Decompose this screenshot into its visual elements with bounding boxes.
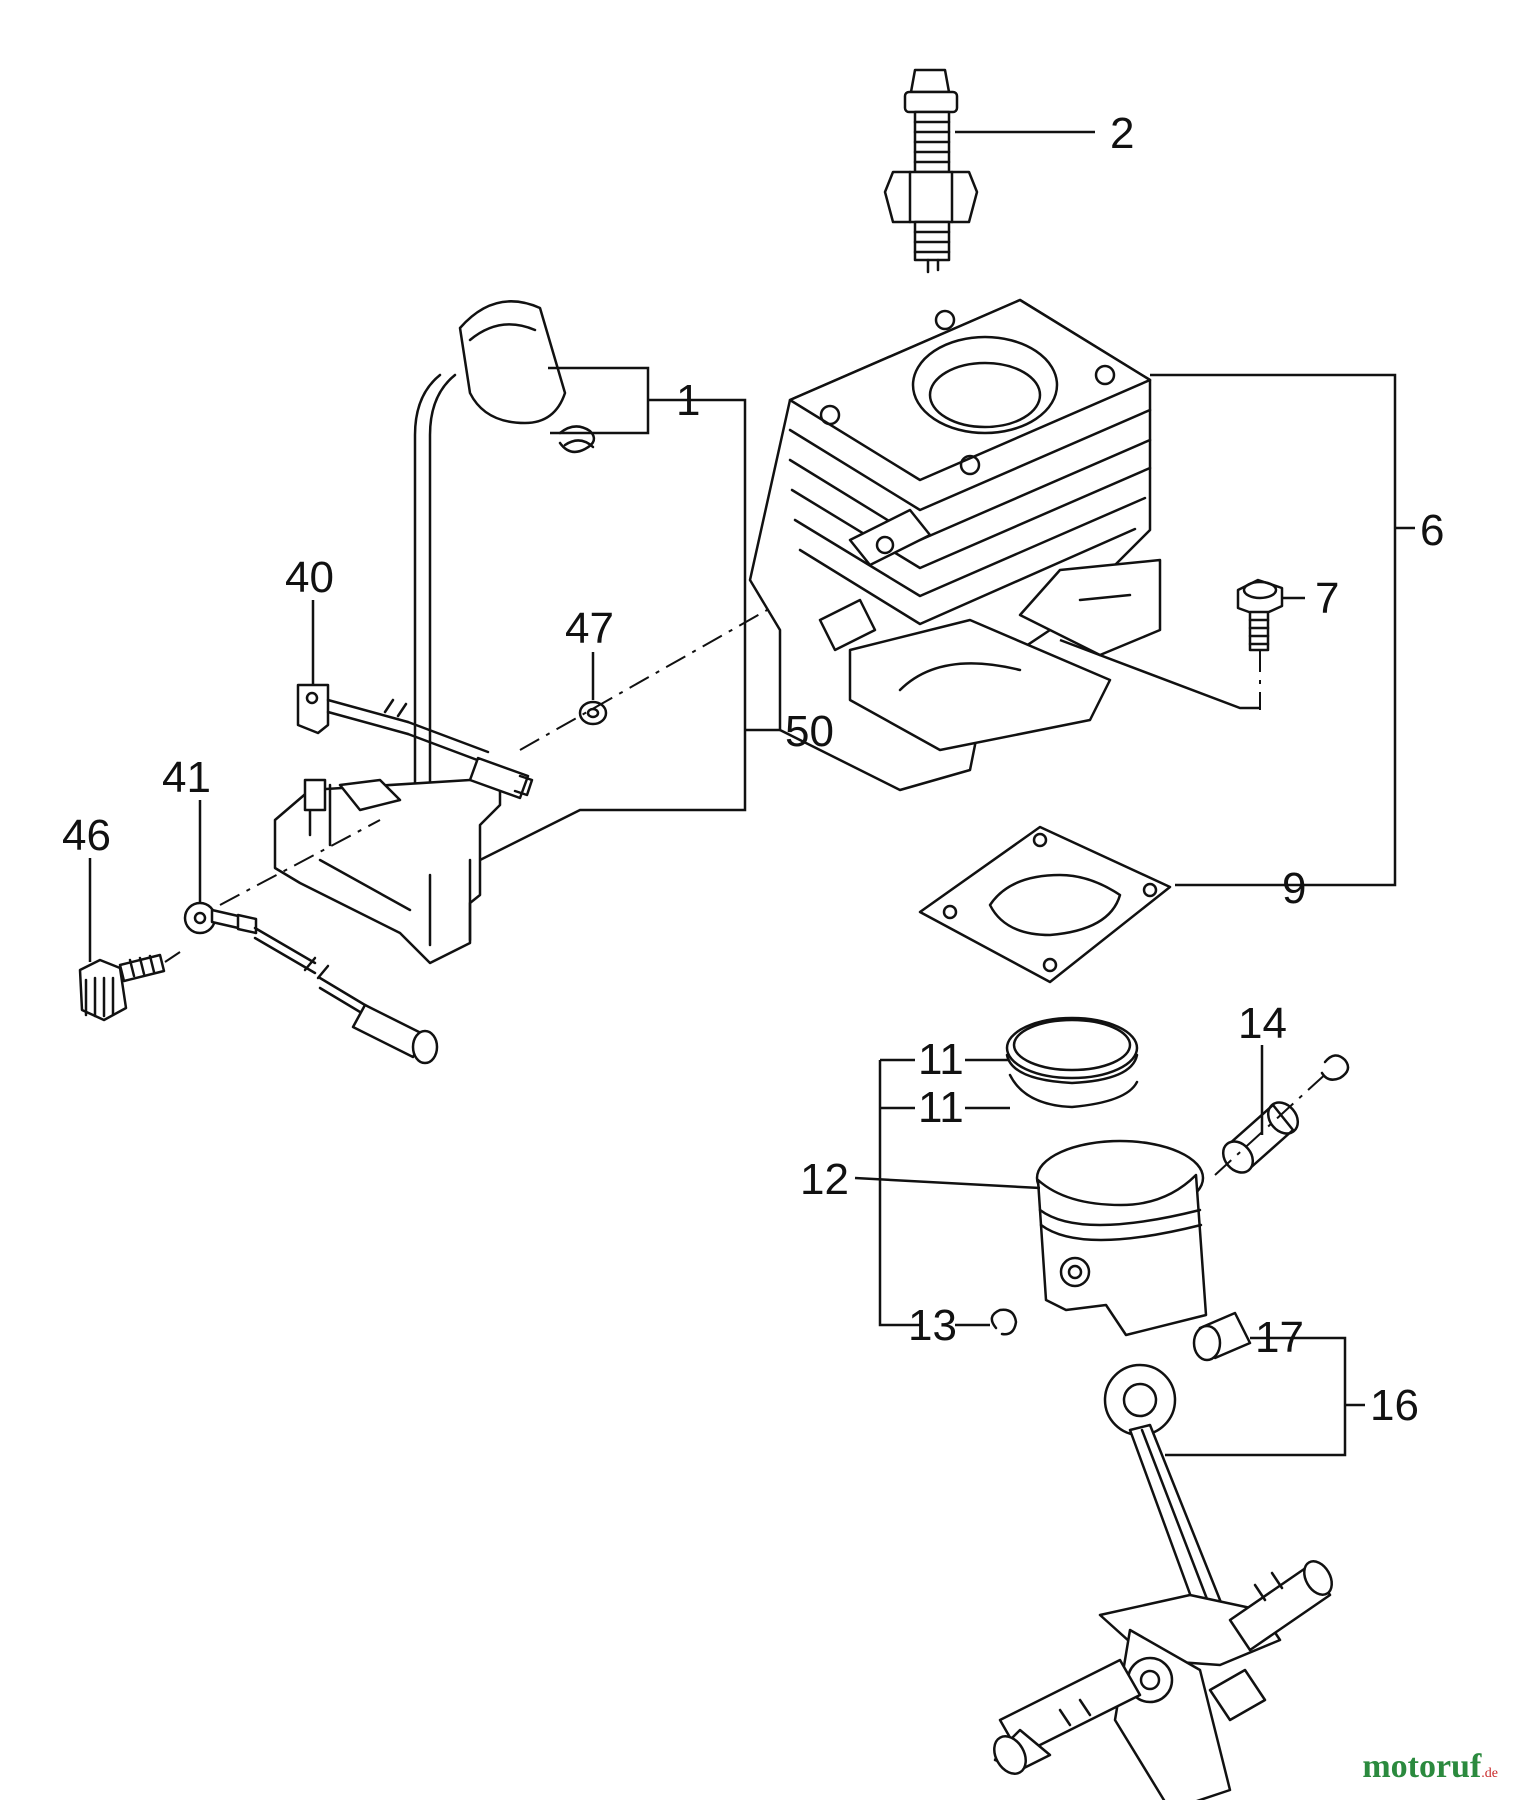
leader-16 xyxy=(1165,1336,1347,1457)
callout-17: 17 xyxy=(1255,1313,1304,1362)
leader-6 xyxy=(1150,373,1397,887)
ground-wire-41 xyxy=(183,901,439,1065)
leader-1-bracket xyxy=(479,398,747,862)
callout-9: 9 xyxy=(1282,864,1306,913)
leader-12-bracket xyxy=(878,1060,920,1327)
axis-46 xyxy=(164,951,181,963)
spark-plug xyxy=(883,68,979,274)
callout-47: 47 xyxy=(565,604,614,653)
screw-7 xyxy=(1236,578,1284,710)
callout-2: 2 xyxy=(1110,109,1134,158)
axis-41 xyxy=(219,819,381,906)
leader-12 xyxy=(854,1176,1041,1190)
callout-1: 1 xyxy=(676,376,700,425)
ignition-coil xyxy=(273,300,596,965)
leader-7b xyxy=(1059,638,1260,710)
axis-47 xyxy=(519,579,821,751)
gasket xyxy=(918,825,1172,984)
callout-11a: 11 xyxy=(918,1035,964,1084)
screw-46 xyxy=(78,953,166,1022)
callout-14: 14 xyxy=(1238,999,1287,1048)
callout-6: 6 xyxy=(1420,506,1444,555)
callout-13: 13 xyxy=(908,1301,957,1350)
callout-16: 16 xyxy=(1370,1381,1419,1430)
needle-bearing xyxy=(1192,1311,1252,1362)
callout-50: 50 xyxy=(785,707,834,756)
washer-47 xyxy=(578,700,608,726)
callout-46: 46 xyxy=(62,811,111,860)
callout-12: 12 xyxy=(800,1155,849,1204)
cylinder xyxy=(748,298,1162,792)
callout-11b: 11 xyxy=(918,1083,964,1132)
circlip-13 xyxy=(990,1308,1018,1336)
terminal-40 xyxy=(296,683,534,800)
piston xyxy=(1035,1139,1208,1337)
callout-7: 7 xyxy=(1315,574,1339,623)
callout-41: 41 xyxy=(162,753,211,802)
piston-pin xyxy=(1214,1054,1350,1176)
crankshaft xyxy=(993,1363,1333,1805)
watermark-suffix: .de xyxy=(1481,1766,1498,1781)
watermark-brand: motoruf xyxy=(1362,1748,1482,1785)
piston-rings xyxy=(1005,1016,1139,1109)
watermark: motoruf.de xyxy=(1362,1748,1498,1786)
callout-40: 40 xyxy=(285,553,334,602)
